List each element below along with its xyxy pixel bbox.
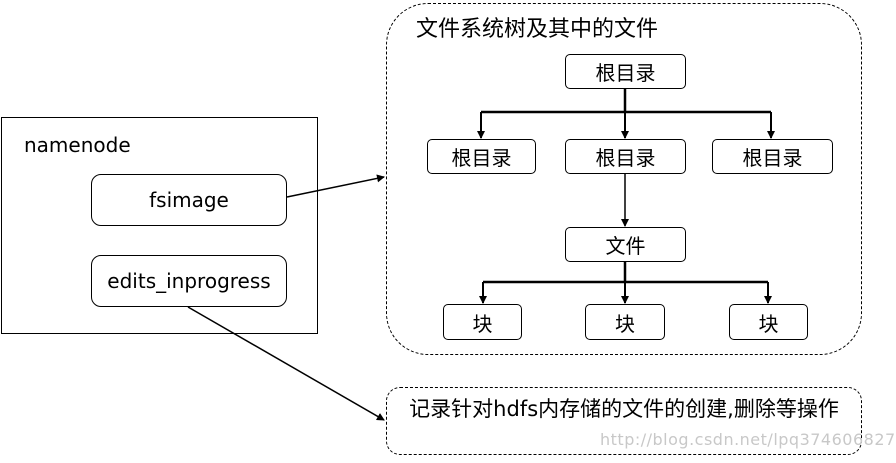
connector-lines [187,88,775,421]
file-node: 文件 [565,227,686,262]
filesystem-tree-title: 文件系统树及其中的文件 [416,17,659,42]
edits-inprogress-box: edits_inprogress [91,255,287,307]
fsimage-arrow [286,174,385,198]
watermark: http://blog.csdn.net/lpq374606827 [600,430,896,449]
block-node-3: 块 [729,304,808,340]
child-directory-node-3: 根目录 [712,139,833,174]
root-directory-node: 根目录 [565,54,686,89]
namenode-label: namenode [24,133,131,157]
filesystem-tree-box [386,3,862,355]
block-node-2: 块 [585,304,665,340]
edits-description-text: 记录针对hdfs内存储的文件的创建,删除等操作 [409,397,839,421]
fsimage-box: fsimage [91,174,287,226]
edits-description-box: 记录针对hdfs内存储的文件的创建,删除等操作 [386,387,862,455]
child-directory-node-1: 根目录 [427,139,536,174]
block-node-1: 块 [443,304,522,340]
edits-arrow [187,306,385,421]
child-directory-node-2: 根目录 [565,139,686,174]
